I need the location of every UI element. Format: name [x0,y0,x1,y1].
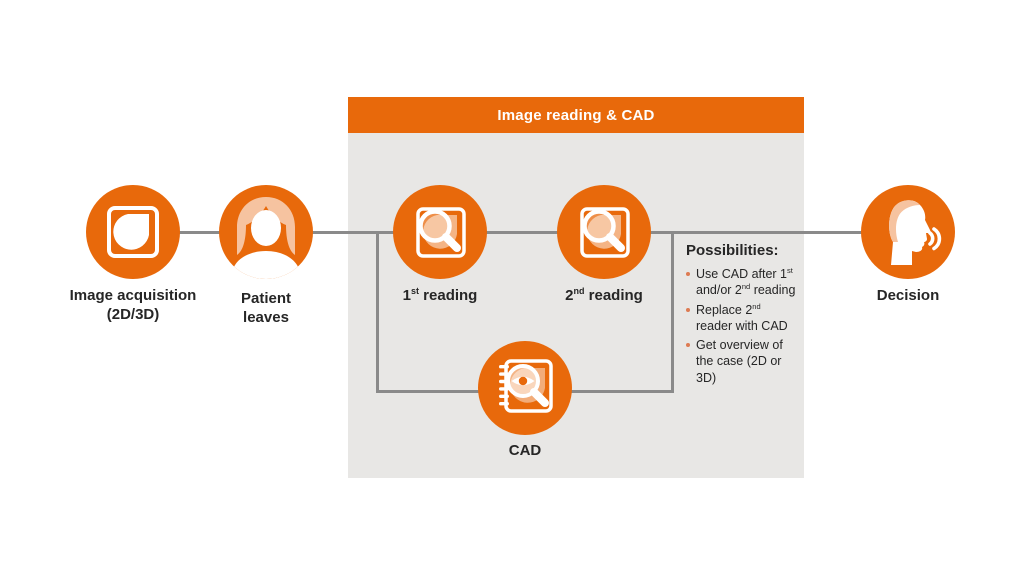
label-first-reading: 1st reading [402,286,478,305]
cad-report-magnifier-eye-icon [499,359,553,413]
possibilities-heading: Possibilities: [686,242,779,259]
connector-main-line [133,231,908,234]
mammogram-icon [107,206,159,258]
bullet-icon [686,307,690,312]
label-image-acquisition-line2: (2D/3D) [106,305,160,323]
label-image-acquisition: Image acquisition (2D/3D) [33,287,233,325]
node-image-acquisition [86,185,180,279]
possibilities-item: Replace 2nd reader with CAD [686,302,800,335]
possibilities-item: Use CAD after 1st and/or 2nd reading [686,266,800,299]
bullet-icon [686,343,690,347]
possibilities-item-text: Use CAD after 1st and/or 2nd reading [696,265,796,298]
panel-header-label: Image reading & CAD [497,106,655,124]
possibilities-item-text: Replace 2nd reader with CAD [696,301,788,333]
patient-icon [231,197,301,279]
node-cad [478,341,572,435]
bullet-icon [686,272,690,276]
possibilities-list: Use CAD after 1st and/or 2nd reading Rep… [686,266,800,386]
node-first-reading [393,185,487,279]
speaking-head-icon [889,200,942,265]
label-cad: CAD [508,442,542,459]
panel-header: Image reading & CAD [348,97,804,133]
possibilities-item: Get overview of the case (2D or 3D) [686,337,800,386]
node-patient-leaves [219,185,313,279]
label-patient-line1: Patient [240,290,291,307]
label-second-reading: 2nd reading [565,286,643,305]
node-decision [861,185,955,279]
connector-branch-right-line [671,231,674,393]
connector-branch-left-line [376,231,379,393]
label-decision: Decision [876,287,940,304]
node-second-reading [557,185,651,279]
label-patient-leaves: Patient leaves [216,290,316,328]
magnifier-reading-icon [580,207,630,258]
magnifier-reading-icon [416,207,466,258]
label-patient-line2: leaves [243,308,289,326]
possibilities-block: Possibilities: Use CAD after 1st and/or … [686,242,800,389]
label-image-acquisition-line1: Image acquisition [69,287,197,304]
possibilities-item-text: Get overview of the case (2D or 3D) [696,338,783,385]
